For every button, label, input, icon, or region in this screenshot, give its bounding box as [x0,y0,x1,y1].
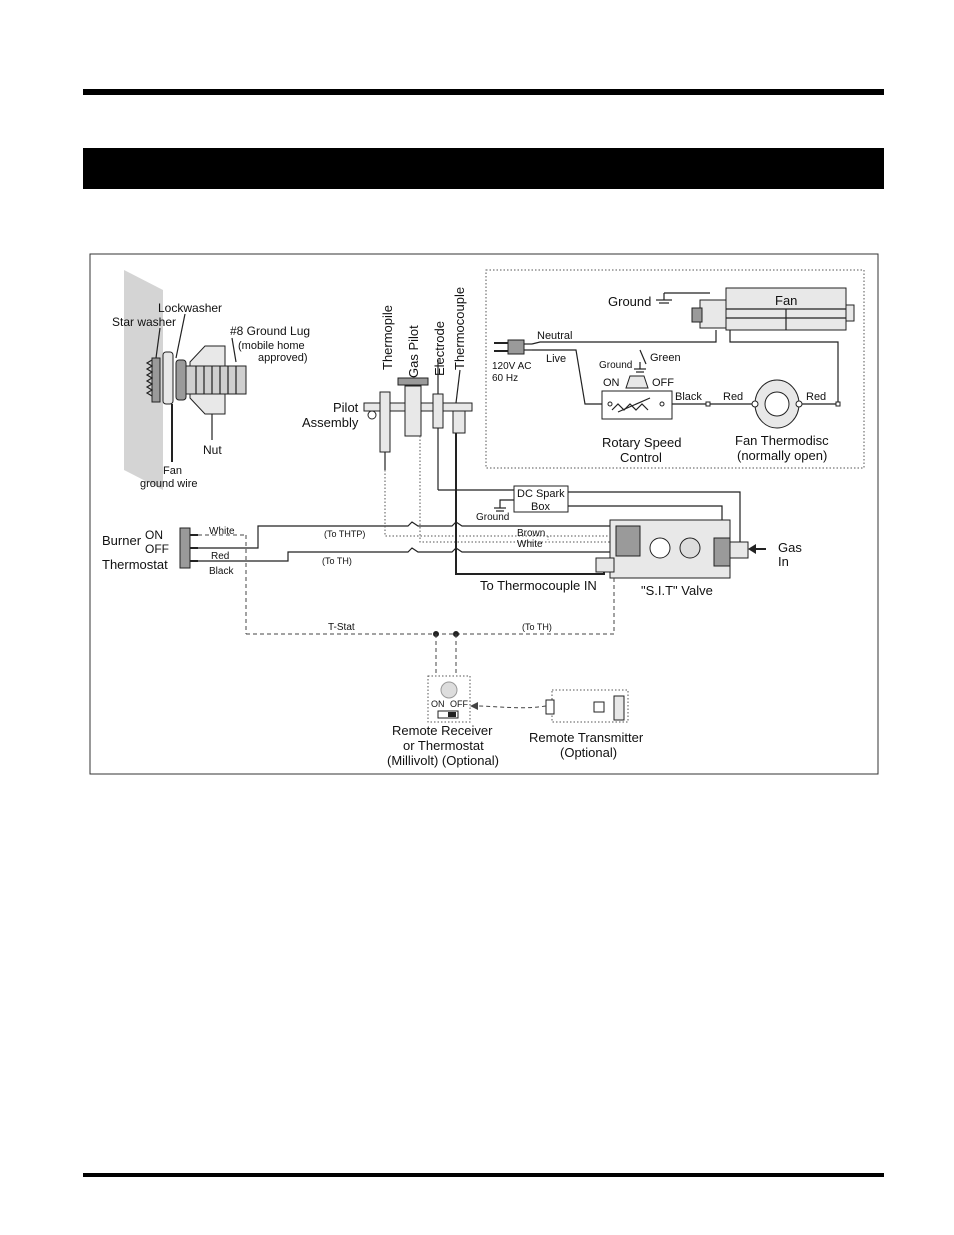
transmitter-button-icon[interactable] [593,701,605,713]
rotary-off-label: OFF [652,377,674,389]
receiver-label: Remote Receiver [392,723,493,738]
ground-icon-small [634,362,646,373]
receiver-off-label: OFF [450,699,468,709]
gas-in-label-2: In [778,554,789,569]
ground-lug-thread-icon [185,365,247,395]
wall-panel [124,270,163,490]
red-wire-label-1: Red [723,391,743,403]
gas-in-arrow-icon [748,544,756,554]
gas-inlet-icon [729,541,749,559]
to-thtp-label: (To THTP) [324,529,365,539]
section-header-bar [83,148,884,189]
red-wire-label-2: Red [806,391,826,403]
live-label: Live [546,353,566,365]
spark-ground-icon [494,507,506,512]
ground-icon [656,293,672,304]
tstat-label: T-Stat [328,622,355,633]
rotary-control-label: Rotary Speed [602,435,682,450]
white-valve-wire-label: White [517,539,543,550]
thermostat-label: Thermostat [102,557,168,572]
burner-label: Burner [102,533,142,548]
green-label: Green [650,352,681,364]
pilot-assembly-label-2: Assembly [302,415,359,430]
spark-box-label: DC Spark [517,488,565,500]
gas-pilot-icon [404,385,422,437]
lockwasher-label: Lockwasher [158,301,222,315]
ground-lug-label: #8 Ground Lug [230,324,310,338]
rotary-knob-icon [625,375,649,389]
black-wire-label: Black [675,391,702,403]
to-thermocouple-label: To Thermocouple IN [480,578,597,593]
ground-lug-label-2: (mobile home [238,340,305,352]
receiver-label-2: or Thermostat [403,738,484,753]
red-wire-label: Red [211,551,229,562]
sit-valve-label: "S.I.T" Valve [641,583,713,598]
valve-knob-icon[interactable] [649,537,671,559]
diagram-frame [89,253,879,775]
thermopile-label: Thermopile [380,305,395,370]
gas-pilot-hood-icon [397,377,429,386]
washer-icon [162,351,174,405]
thermodisc-label-2: (normally open) [737,448,827,463]
to-th-label-2: (To TH) [522,622,552,632]
ac-label-1: 120V AC [492,361,531,372]
thermocouple-label: Thermocouple [452,287,467,370]
fan-ground-label-1: Fan [163,465,182,477]
star-washer-label: Star washer [112,315,176,329]
lockwasher-icon [175,359,187,401]
ac-label-2: 60 Hz [492,373,518,384]
valve-dial-icon[interactable] [679,537,701,559]
wiring-runs: (To THTP) (To TH) Brown White To Thermoc… [322,433,614,593]
receiver-sensor-icon [440,681,458,699]
transmitter-label: Remote Transmitter [529,730,644,745]
switch-on-label: ON [145,528,163,542]
fan-thermodisc-icon [751,379,803,429]
pilot-assembly-label: Pilot [333,400,359,415]
thermodisc-label: Fan Thermodisc [735,433,829,448]
pilot-assembly: Thermopile Gas Pilot Electrode Thermocou… [302,287,473,490]
thermopile-icon [379,391,391,453]
power-plug-icon [494,339,532,355]
fan-motor-icon [699,299,727,329]
tstat-loop: T-Stat (To TH) [246,576,615,676]
remote-receiver: ON OFF Remote Receiver or Thermostat (Mi… [387,675,499,768]
gas-pilot-label: Gas Pilot [406,325,421,378]
spark-ground-label: Ground [476,512,509,523]
ground-lug-label-3: approved) [258,352,308,364]
neutral-label: Neutral [537,330,572,342]
brown-wire-label: Brown [517,528,545,539]
ground-lug-assembly: Star washer Lockwasher #8 Ground Lug (mo… [112,270,310,490]
receiver-label-3: (Millivolt) (Optional) [387,753,499,768]
switch-off-label: OFF [145,542,169,556]
spark-box-label-2: Box [531,501,550,513]
electrode-label: Electrode [432,321,447,376]
to-th-label: (To TH) [322,556,352,566]
remote-transmitter: Remote Transmitter (Optional) [470,689,644,760]
top-rule [83,89,884,95]
fan-circuit: Ground Fan 120V AC 60 Hz Neutral L [485,269,865,469]
rocker-switch-icon[interactable] [179,527,191,569]
rotary-on-label: ON [603,377,620,389]
fan-label: Fan [775,293,797,308]
fan-circuit-box [485,269,865,469]
white-wire-label: White [209,526,235,537]
burner-switch: Burner ON OFF Thermostat White Red Black [102,525,400,634]
transmitter-label-2: (Optional) [560,745,617,760]
thermocouple-icon [455,369,461,404]
receiver-on-label: ON [431,699,445,709]
ground-small-label: Ground [599,360,632,371]
rotary-control-label-2: Control [620,450,662,465]
bottom-rule [83,1173,884,1177]
dc-spark-box: DC Spark Box Ground [438,485,741,548]
signal-arrow-icon [470,702,478,710]
nut-label: Nut [203,443,222,457]
fan-ground-label-2: ground wire [140,478,197,490]
sit-valve: Gas In "S.I.T" Valve [595,519,802,598]
black-wire-label: Black [209,566,234,577]
fan-ground-text: Ground [608,294,651,309]
gas-in-label: Gas [778,540,802,555]
